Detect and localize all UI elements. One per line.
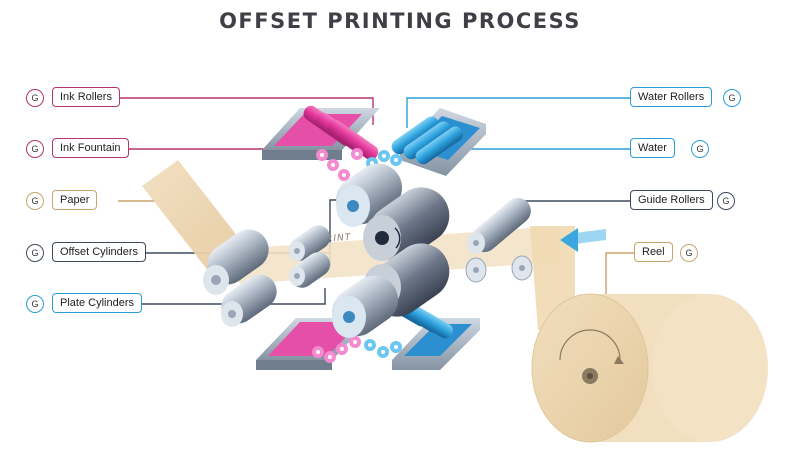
ink-roller-group-lower [312, 336, 361, 363]
diagram-title: OFFSET PRINTING PROCESS [219, 9, 581, 33]
water-g-icon: G [691, 140, 709, 158]
paper-label: Paper [52, 190, 98, 210]
paper-g-icon: G [26, 192, 44, 210]
ink-rollers-g-icon: G [26, 89, 44, 107]
ink-fountain-g-icon: G [26, 140, 44, 158]
ink-rollers-label: Ink Rollers [52, 87, 120, 107]
reel-g-icon: G [680, 244, 698, 262]
plate-cylinders-label: Plate Cylinders [52, 293, 142, 313]
water-rollers-label: Water Rollers [630, 87, 713, 107]
guide-rollers-label: Guide Rollers [630, 190, 713, 210]
guide-rollers-g-icon: G [717, 192, 735, 210]
ink-fountain-label: Ink Fountain [52, 138, 129, 158]
water-rollers-g-icon: G [723, 89, 741, 107]
ink-roller-group-upper [303, 105, 379, 181]
left-feed-cylinders [203, 225, 331, 327]
right-guide-rollers [465, 197, 533, 283]
water-roller-group-upper [366, 116, 463, 169]
central-cylinders [331, 163, 450, 338]
offset-cylinders-label: Offset Cylinders [52, 242, 147, 262]
plate-cylinders-g-icon: G [26, 295, 44, 313]
flow-arrow-icon [560, 228, 606, 252]
connector-lines [116, 97, 634, 305]
water-label: Water [630, 138, 675, 158]
offset-cylinders-g-icon: G [26, 244, 44, 262]
reel-label: Reel [634, 242, 673, 262]
upper-inking-unit [262, 105, 486, 181]
paper-reel [531, 293, 768, 443]
